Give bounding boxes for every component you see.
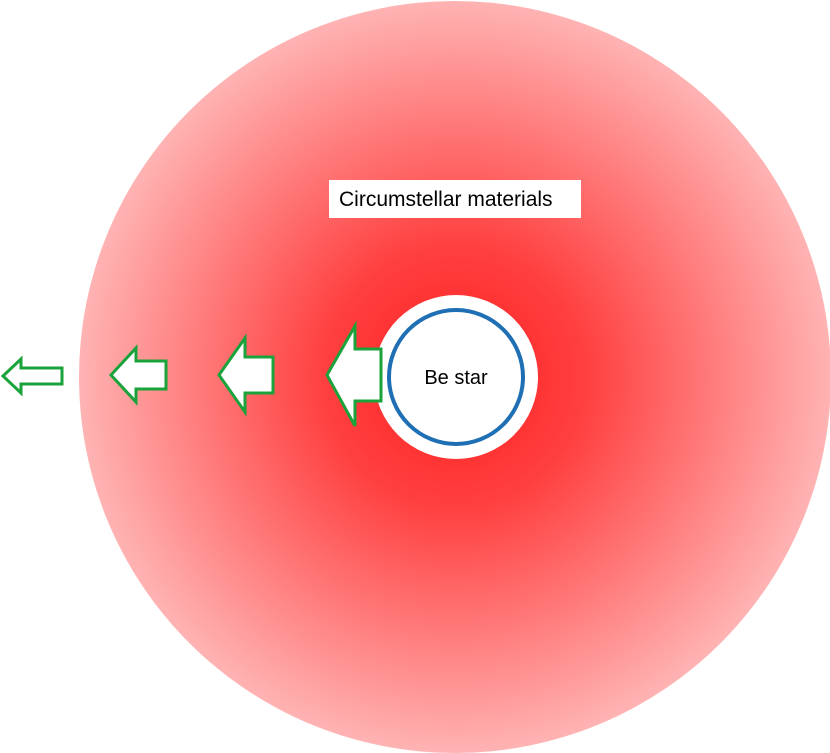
outflow-arrow-3 bbox=[108, 344, 168, 406]
outflow-arrow-1 bbox=[325, 320, 383, 427]
outflow-arrow-4 bbox=[0, 355, 64, 397]
be-star bbox=[387, 308, 525, 446]
star-label: Be star bbox=[424, 367, 488, 389]
cloud-label: Circumstellar materials bbox=[339, 188, 553, 211]
cloud-label-box bbox=[329, 180, 581, 218]
outflow-arrow-2 bbox=[217, 333, 275, 417]
outflow-arrows bbox=[0, 320, 383, 427]
